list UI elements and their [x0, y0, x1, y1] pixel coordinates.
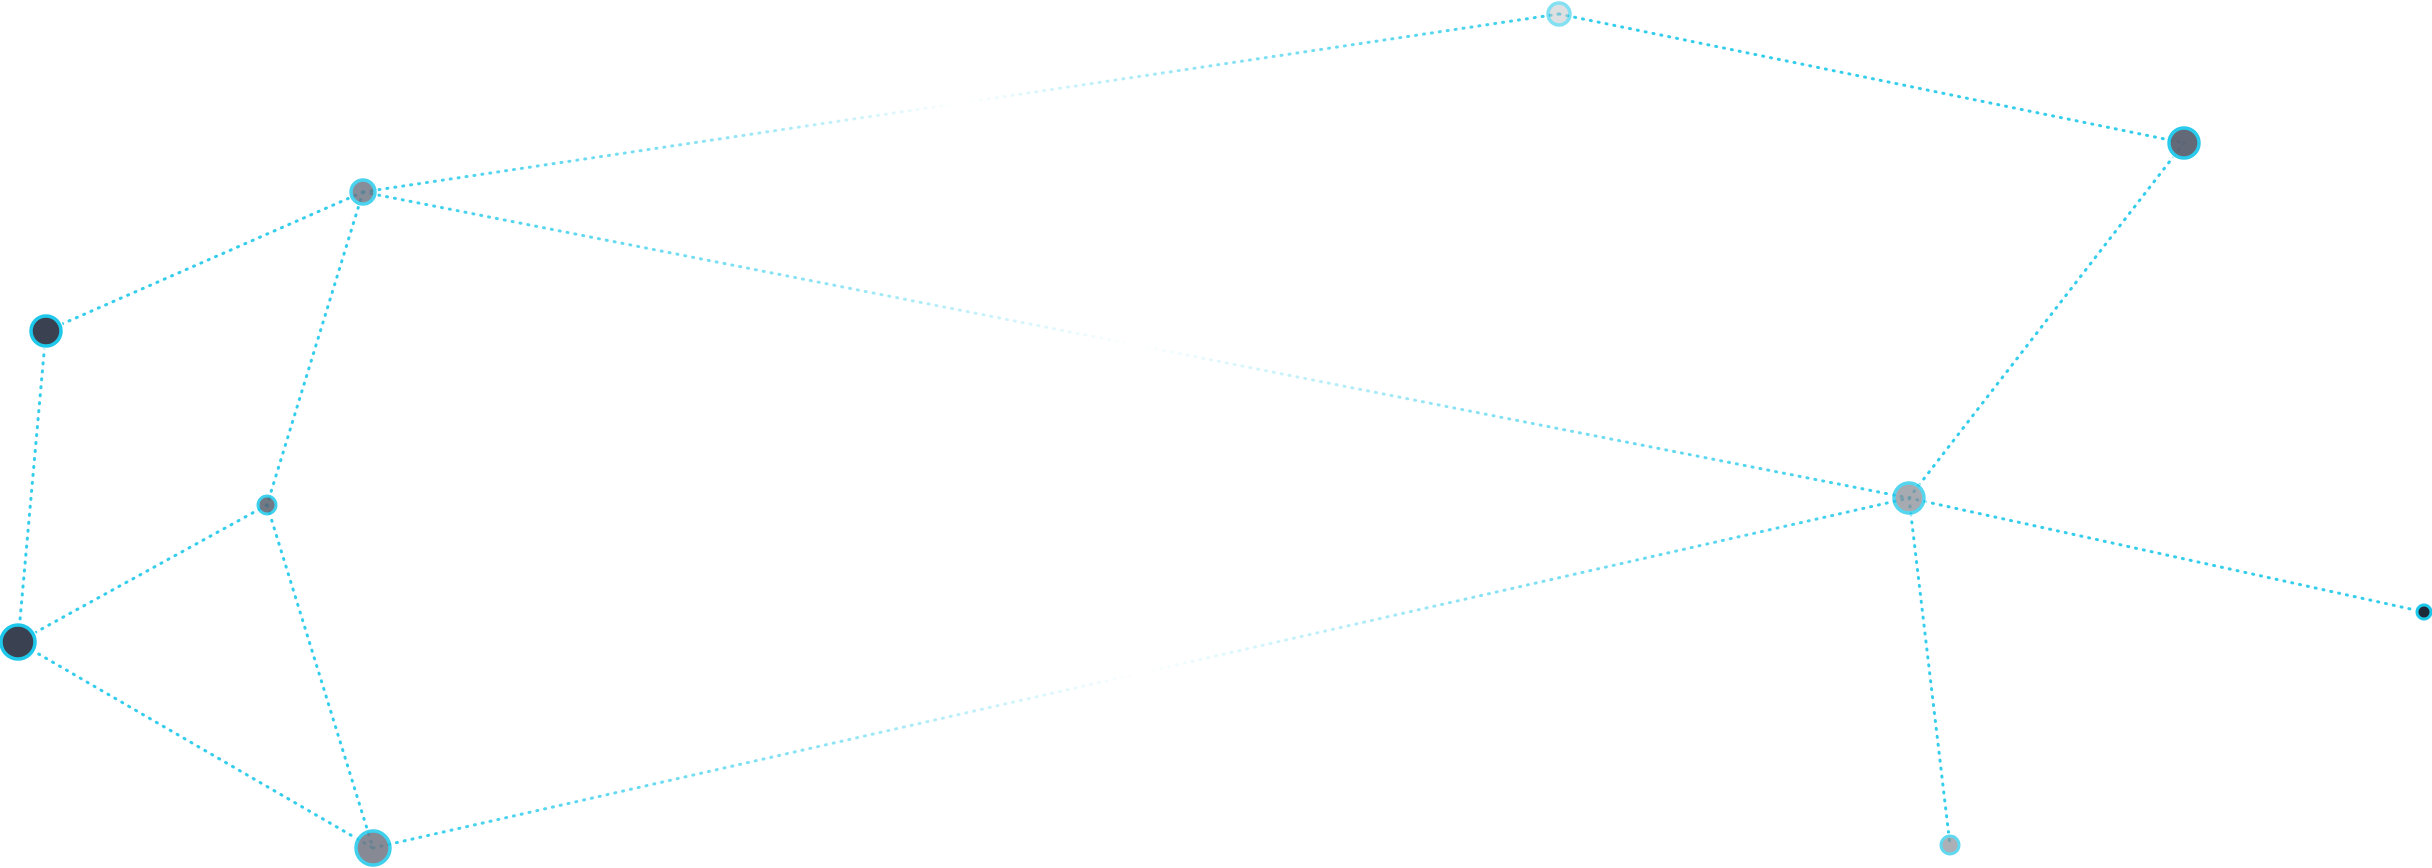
node-circle: [0, 623, 37, 661]
node-circle: [256, 494, 278, 516]
node-circle: [1546, 1, 1572, 27]
node-circle: [2167, 126, 2201, 160]
node-top-right: [2166, 125, 2202, 161]
edge-n3-n4: [44, 190, 365, 333]
edge-n8-n10: [1907, 496, 1952, 847]
edges-layer: [16, 12, 2426, 850]
node-left-mid-small: [255, 493, 279, 517]
node-left-upper: [28, 313, 64, 349]
node-circle: [1939, 834, 1961, 856]
node-right-mid: [1891, 480, 1927, 516]
edge-n7-n8: [371, 496, 1911, 850]
node-left-lower: [0, 622, 38, 662]
node-bottom-right-small: [1938, 833, 1962, 857]
edge-n1-n2: [1557, 12, 2186, 145]
node-bottom-left: [353, 828, 393, 868]
edge-n4-n6: [16, 329, 48, 644]
node-far-right-small: [2414, 602, 2432, 622]
node-left-upper-mid: [348, 177, 378, 207]
node-circle: [354, 829, 392, 867]
edge-n8-n9: [1907, 496, 2426, 614]
edge-n5-n7: [265, 503, 375, 850]
edge-n3-n5: [265, 190, 365, 507]
edge-n5-n6: [16, 503, 269, 644]
node-circle: [29, 314, 63, 348]
edge-n2-n8: [1907, 141, 2186, 500]
node-top-center: [1545, 0, 1573, 28]
edge-n3-n8: [361, 190, 1911, 500]
node-circle: [1892, 481, 1926, 515]
node-circle: [349, 178, 377, 206]
node-circle: [2415, 603, 2432, 621]
edge-n1-n3: [361, 12, 1561, 194]
